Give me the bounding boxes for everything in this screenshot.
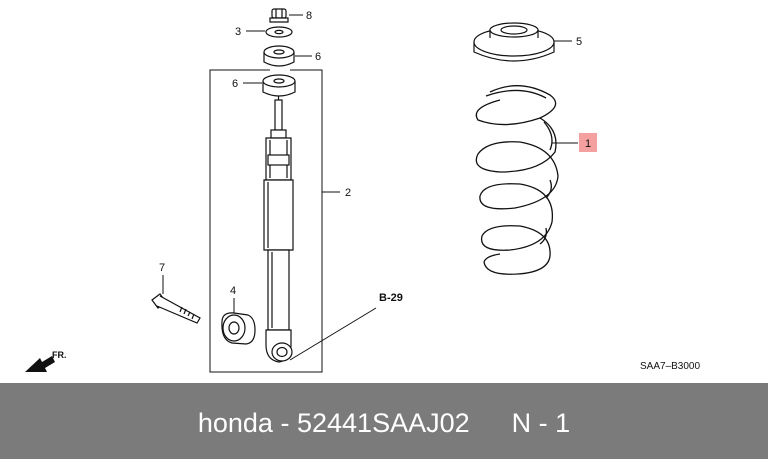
part-3-washer[interactable]: [265, 26, 293, 38]
reference-leader: [289, 307, 377, 361]
part-7-bolt[interactable]: [151, 293, 201, 324]
callout-6-lower: 6: [232, 78, 238, 90]
quantity: N - 1: [511, 408, 571, 438]
reference-b29[interactable]: B-29: [379, 292, 403, 304]
part-2-shock-absorber[interactable]: [263, 96, 294, 363]
callout-8: 8: [306, 10, 312, 22]
part-6-lower-bushing[interactable]: [262, 74, 296, 97]
assembly-bracket-2: [209, 69, 323, 373]
part-6-upper-bushing[interactable]: [263, 45, 295, 67]
callout-1-highlight: [579, 133, 597, 152]
part-5-spring-seat[interactable]: [473, 22, 555, 62]
callout-2: 2: [345, 187, 351, 199]
exploded-parts-diagram: 8 3 6 2 6: [25, 8, 700, 373]
callout-5: 5: [576, 36, 582, 48]
callout-1: 1: [585, 138, 591, 150]
callout-3: 3: [235, 26, 241, 38]
callout-4: 4: [230, 285, 236, 297]
footer-separator: -: [280, 408, 290, 438]
brand-name: honda: [197, 408, 273, 438]
callout-6-upper: 6: [315, 51, 321, 63]
callout-7: 7: [159, 262, 165, 274]
front-direction-label: FR.: [52, 350, 67, 360]
part-info-text: honda - 52441SAAJ02 N - 1: [0, 383, 768, 459]
diagram-code: SAA7–B3000: [640, 361, 700, 372]
part-number: 52441SAAJ02: [296, 408, 470, 438]
part-1-coil-spring[interactable]: [475, 85, 559, 275]
front-direction-arrow-icon: [25, 356, 55, 372]
part-8-nut[interactable]: [269, 8, 289, 23]
part-4-bushing[interactable]: [221, 312, 256, 345]
part-info-footer: honda - 52441SAAJ02 N - 1: [0, 383, 768, 459]
